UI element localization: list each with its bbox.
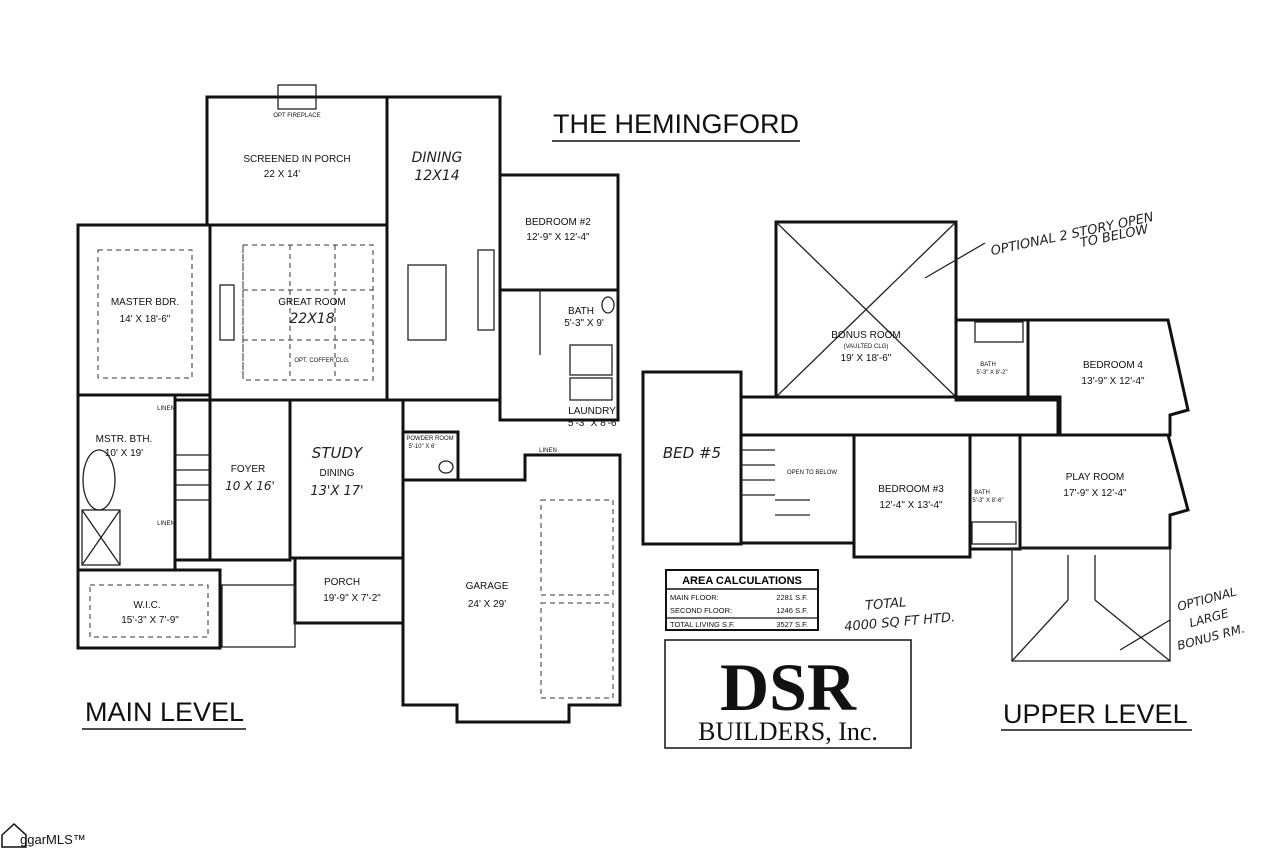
screened-porch-dim: 22 X 14' — [264, 169, 300, 180]
area-heading: AREA CALCULATIONS — [682, 575, 802, 587]
wic-dim: 15'-3" X 7'-9" — [121, 615, 179, 626]
bath-b-dim: 5'-3" X 8'-6" — [972, 498, 1003, 504]
study-dining-label: DINING — [320, 468, 355, 479]
bonus-room-dim: 19' X 18'-6" — [841, 353, 892, 364]
main-level-caption: MAIN LEVEL — [85, 697, 244, 727]
bedroom3-label: BEDROOM #3 — [878, 484, 944, 495]
master-bedroom-label: MASTER BDR. — [111, 297, 179, 308]
powder-room-label: POWDER ROOM — [406, 436, 453, 442]
opt-fireplace-label: OPT FIREPLACE — [273, 113, 320, 119]
great-room-label: GREAT ROOM — [278, 297, 345, 308]
plan-title: THE HEMINGFORD — [553, 109, 799, 139]
total-note-1: TOTAL — [865, 595, 907, 614]
bath-label: BATH — [568, 306, 594, 317]
laundry-label: LAUNDRY — [568, 406, 616, 417]
bath-a-label: BATH — [980, 362, 996, 368]
great-room-dim: 22X18 — [289, 311, 334, 327]
bonus-room-note: (VAULTED CLG) — [844, 344, 889, 350]
bedroom2-dim: 12'-9" X 12'-4" — [526, 232, 590, 243]
area-calculations-table: AREA CALCULATIONS MAIN FLOOR: 2281 S.F. … — [665, 569, 819, 631]
screened-porch-label: SCREENED IN PORCH — [243, 154, 350, 165]
study-label: STUDY — [312, 444, 364, 462]
master-bath-dim: 10' X 19' — [105, 448, 143, 459]
play-room-dim: 17'-9" X 12'-4" — [1063, 488, 1127, 499]
total-note-2: 4000 SQ FT HTD. — [844, 610, 956, 635]
porch-dim: 19'-9" X 7'-2" — [323, 593, 381, 604]
porch-label: PORCH — [324, 577, 360, 588]
main-level-plan — [76, 84, 622, 724]
bedroom2-label: BEDROOM #2 — [525, 217, 591, 228]
garage-label: GARAGE — [466, 581, 509, 592]
dsr-logo: DSR BUILDERS, Inc. — [664, 639, 912, 749]
bath-dim: 5'-3" X 9' — [564, 318, 604, 329]
bedroom3-dim: 12'-4" X 13'-4" — [879, 500, 943, 511]
play-room-label: PLAY ROOM — [1066, 472, 1125, 483]
optional-bonus-note-3: BONUS RM. — [1176, 621, 1247, 652]
bedroom4-dim: 13'-9" X 12'-4" — [1081, 376, 1145, 387]
linen-label-c: LINEN — [539, 448, 557, 454]
linen-label-a: LINEN — [157, 406, 175, 412]
foyer-dim: 10 X 16' — [225, 479, 275, 493]
dining-label: DINING — [412, 150, 463, 166]
logo-sub-text: BUILDERS, Inc. — [698, 717, 878, 746]
area-row-value-main: 2281 S.F. — [776, 593, 808, 602]
master-bedroom-dim: 14' X 18'-6" — [120, 314, 171, 325]
master-bath-label: MSTR. BTH. — [96, 434, 153, 445]
area-row-label-total: TOTAL LIVING S.F. — [670, 620, 735, 629]
optional-bonus-note-1: OPTIONAL — [1176, 584, 1238, 613]
garage-dim: 24' X 29' — [468, 599, 506, 610]
area-row-label-second: SECOND FLOOR: — [670, 606, 732, 615]
area-row-label-main: MAIN FLOOR: — [670, 593, 719, 602]
upper-level-plan — [641, 220, 1190, 662]
coffer-ceiling-note: OPT. COFFER CLG. — [294, 358, 350, 364]
house-icon — [1, 822, 27, 848]
watermark-text: ggarMLS™ — [20, 832, 86, 847]
mls-watermark: ggarMLS™ — [1, 822, 86, 848]
bath-b-label: BATH — [974, 490, 990, 496]
bedroom4-label: BEDROOM 4 — [1083, 360, 1143, 371]
dining-dim: 12X14 — [414, 168, 459, 184]
bonus-room-label: BONUS ROOM — [831, 330, 900, 341]
logo-main-text: DSR — [720, 649, 857, 725]
laundry-dim: 5'-3" X 8'-6" — [568, 418, 621, 429]
study-dim: 13'X 17' — [310, 484, 363, 499]
open-to-below-label: OPEN TO BELOW — [787, 470, 837, 476]
foyer-label: FOYER — [231, 464, 265, 475]
bath-a-dim: 5'-3" X 8'-2" — [976, 370, 1007, 376]
area-row-value-total: 3527 S.F. — [776, 620, 808, 629]
wic-label: W.I.C. — [133, 600, 160, 611]
powder-room-dim: 5'-10" X 6' — [408, 444, 435, 450]
linen-label-b: LINEN — [157, 521, 175, 527]
area-row-value-second: 1246 S.F. — [776, 606, 808, 615]
bed5-label: BED #5 — [663, 444, 721, 462]
upper-level-caption: UPPER LEVEL — [1003, 699, 1188, 729]
